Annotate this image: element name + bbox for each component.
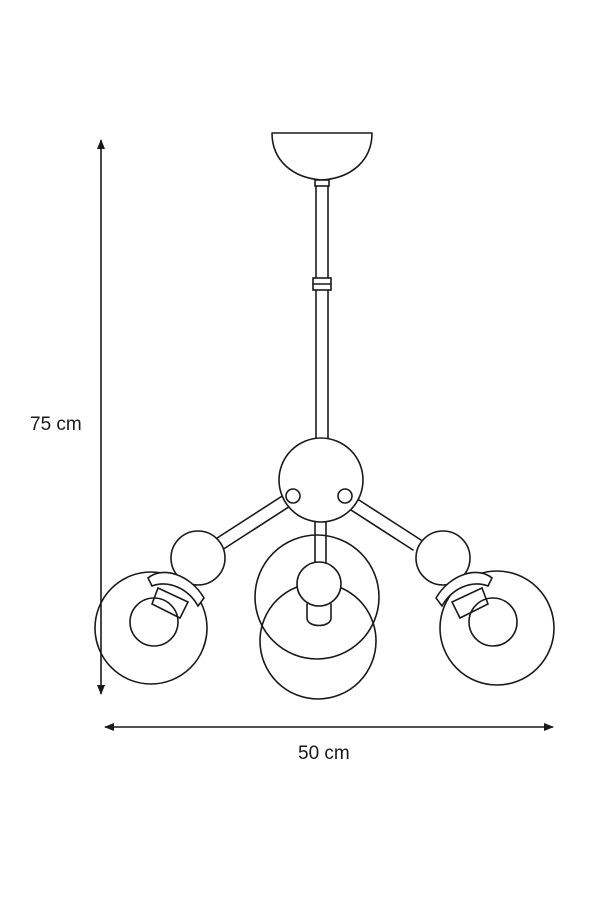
height-dimension-label: 75 cm xyxy=(30,414,82,435)
central-hub xyxy=(278,437,364,523)
left-glass-globe xyxy=(94,571,208,685)
center-socket-ball xyxy=(296,561,342,607)
right-bulb xyxy=(468,597,518,647)
ceiling-canopy xyxy=(271,132,373,181)
left-connector-ball xyxy=(170,530,226,586)
down-rod xyxy=(312,179,332,443)
left-arm xyxy=(213,490,299,551)
left-arm-joint xyxy=(285,488,301,504)
center-lamp xyxy=(254,519,380,700)
width-dimension-label: 50 cm xyxy=(298,743,350,764)
left-bulb xyxy=(129,597,179,647)
right-connector-ball xyxy=(415,530,471,586)
right-lamp xyxy=(415,530,555,686)
right-arm-joint xyxy=(337,488,353,504)
right-glass-globe xyxy=(439,570,555,686)
left-lamp xyxy=(94,530,226,685)
center-glass-globe-rear xyxy=(254,534,380,660)
